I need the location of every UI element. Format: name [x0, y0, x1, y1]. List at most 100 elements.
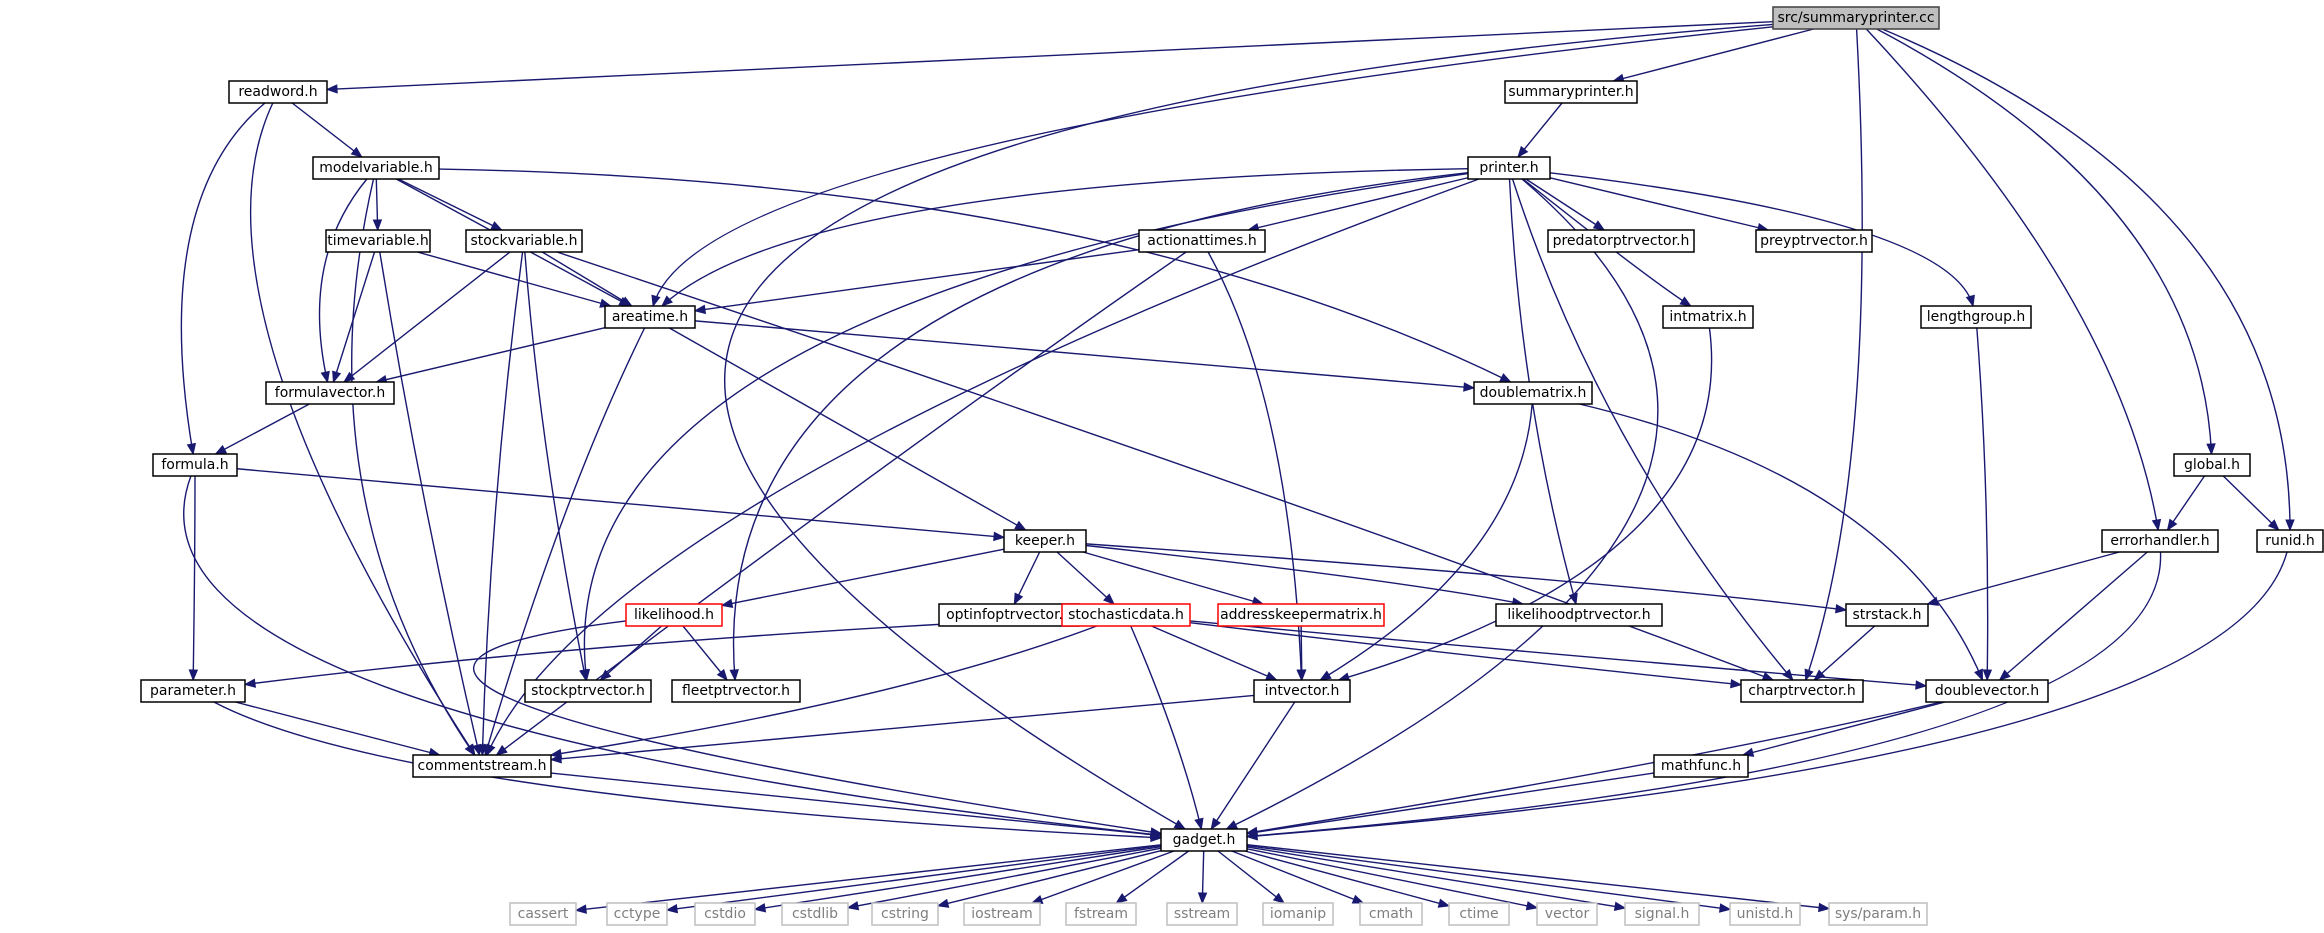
node-label: strstack.h [1852, 607, 1921, 623]
node-likelihoodptrvector[interactable]: likelihoodptrvector.h [1495, 603, 1663, 627]
node-mathfunc[interactable]: mathfunc.h [1653, 754, 1749, 778]
node-label: parameter.h [150, 683, 236, 699]
node-commentstream[interactable]: commentstream.h [412, 754, 552, 778]
edge-timevariable-to-commentstream [379, 251, 482, 757]
edge-gadget-to-iomanip [1217, 850, 1286, 904]
node-actionattimes[interactable]: actionattimes.h [1138, 229, 1266, 253]
node-formulavector[interactable]: formulavector.h [265, 381, 395, 405]
arrowhead [1351, 894, 1365, 904]
arrowhead [1761, 671, 1775, 681]
node-cctype: cctype [606, 902, 668, 926]
node-areatime[interactable]: areatime.h [604, 305, 696, 329]
node-intvector[interactable]: intvector.h [1253, 679, 1351, 703]
node-modelvariable[interactable]: modelvariable.h [312, 156, 440, 180]
node-lengthgroup[interactable]: lengthgroup.h [1920, 305, 2032, 329]
edge-printer-to-predatorptrvector [1525, 178, 1606, 231]
node-iomanip: iomanip [1262, 902, 1334, 926]
edge-intvector-to-gadget [1210, 701, 1296, 831]
node-gadget[interactable]: gadget.h [1160, 828, 1248, 852]
edge-strstack-to-charptrvector [1813, 625, 1876, 681]
node-label: cstring [881, 906, 929, 922]
edge-gadget-to-sstream [1197, 850, 1208, 905]
node-optinfoptrvector[interactable]: optinfoptrvector.h [938, 603, 1080, 627]
arrowhead [1463, 382, 1476, 392]
node-label: summaryprinter.h [1508, 84, 1633, 100]
nodes-layer: src/summaryprinter.cc readword.h summarypr… [140, 6, 2324, 926]
node-errorhandler[interactable]: errorhandler.h [2101, 529, 2219, 553]
arrowhead [620, 296, 633, 307]
node-label: areatime.h [612, 309, 688, 325]
node-label: cstdlib [792, 906, 838, 922]
node-charptrvector[interactable]: charptrvector.h [1740, 679, 1864, 703]
node-intmatrix[interactable]: intmatrix.h [1662, 305, 1754, 329]
node-summaryprinter-h[interactable]: summaryprinter.h [1504, 80, 1638, 104]
node-box [1262, 902, 1334, 926]
node-predatorptrvector[interactable]: predatorptrvector.h [1547, 229, 1695, 253]
node-label: sstream [1174, 906, 1230, 922]
node-timevariable[interactable]: timevariable.h [325, 229, 431, 253]
arrowhead [2285, 519, 2295, 532]
edge-gadget-to-sysparam [1246, 844, 1831, 913]
node-fleetptrvector[interactable]: fleetptrvector.h [671, 679, 801, 703]
node-signal: signal.h [1624, 902, 1700, 926]
node-label: unistd.h [1737, 906, 1794, 922]
arrowhead [579, 668, 589, 682]
node-addresskeepermatrix[interactable]: addresskeepermatrix.h [1217, 603, 1385, 627]
node-runid[interactable]: runid.h [2256, 529, 2324, 553]
node-box [1772, 6, 1940, 30]
arrowhead [574, 904, 587, 914]
edge-summaryprinter_cc-to-global [1876, 28, 2216, 456]
node-box [606, 902, 668, 926]
arrowhead [1998, 669, 2011, 681]
arrowhead [372, 219, 383, 232]
node-stockvariable[interactable]: stockvariable.h [465, 229, 583, 253]
node-printer[interactable]: printer.h [1467, 156, 1551, 180]
node-box [1536, 902, 1598, 926]
node-label: intmatrix.h [1669, 309, 1746, 325]
arrowhead [846, 901, 860, 911]
node-label: mathfunc.h [1661, 758, 1741, 774]
arrowhead [1813, 669, 1826, 681]
edge-gadget-to-cstdio [753, 845, 1162, 913]
node-box [1495, 603, 1663, 627]
node-doublevector[interactable]: doublevector.h [1925, 679, 2049, 703]
node-strstack[interactable]: strstack.h [1845, 603, 1929, 627]
arrowhead [332, 370, 342, 384]
edge-likelihood-to-fleetptrvector [682, 625, 728, 682]
arrowhead [1718, 903, 1732, 913]
node-doublematrix[interactable]: doublematrix.h [1473, 381, 1593, 405]
node-label: global.h [2184, 457, 2240, 473]
node-label: src/summaryprinter.cc [1777, 10, 1934, 26]
node-keeper[interactable]: keeper.h [1003, 529, 1087, 553]
edge-likelihood-to-stockptrvector [599, 625, 663, 681]
edge-formula-to-parameter [188, 475, 199, 682]
node-parameter[interactable]: parameter.h [140, 679, 246, 703]
node-iostream: iostream [963, 902, 1041, 926]
node-box [1160, 828, 1248, 852]
node-box [1003, 529, 1087, 553]
arrowhead [1517, 145, 1529, 159]
node-box [1729, 902, 1801, 926]
arrowhead [1296, 669, 1307, 682]
arrowhead [325, 84, 338, 94]
node-box [1925, 679, 2049, 703]
node-preyptrvector[interactable]: preyptrvector.h [1755, 229, 1873, 253]
node-global[interactable]: global.h [2173, 453, 2251, 477]
edge-stochasticdata-to-charptrvector [1189, 622, 1743, 689]
node-stochasticdata[interactable]: stochasticdata.h [1061, 603, 1191, 627]
node-readword[interactable]: readword.h [228, 80, 328, 104]
edge-global-to-runid [2222, 475, 2280, 531]
edge-printer-to-preyptrvector [1549, 177, 1770, 233]
node-label: readword.h [238, 84, 317, 100]
node-box [1845, 603, 1929, 627]
arrowhead [651, 294, 661, 308]
node-formula[interactable]: formula.h [152, 453, 238, 477]
arrowhead [243, 678, 257, 688]
node-box [2256, 529, 2324, 553]
node-stockptrvector[interactable]: stockptrvector.h [524, 679, 652, 703]
arrowhead [1013, 592, 1024, 606]
node-label: gadget.h [1173, 832, 1236, 848]
node-box [1061, 603, 1191, 627]
node-summaryprinter-cc[interactable]: src/summaryprinter.cc [1772, 6, 1940, 30]
node-likelihood[interactable]: likelihood.h [625, 603, 723, 627]
